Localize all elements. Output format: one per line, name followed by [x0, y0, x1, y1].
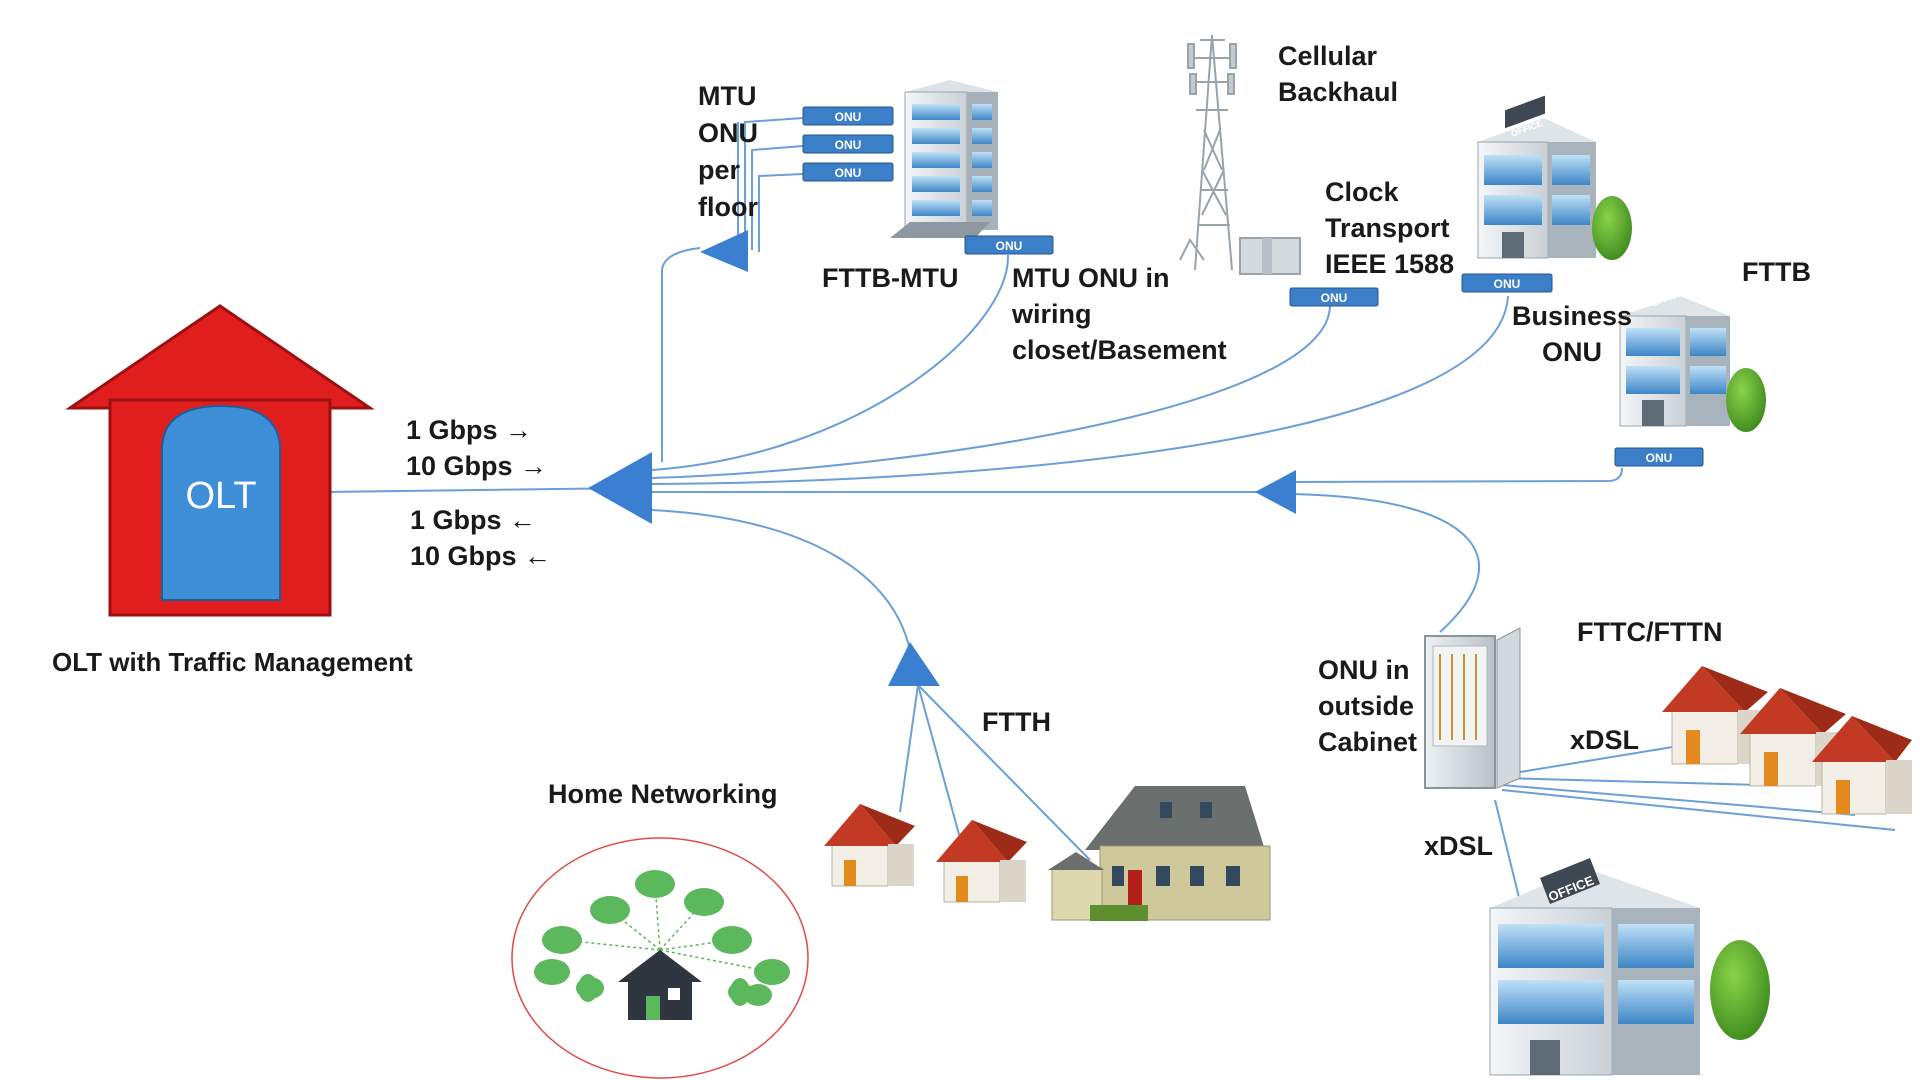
business-onu-label: Business ONU	[1512, 301, 1633, 367]
mtu-basement-label: MTU ONU in wiring closet/Basement	[1012, 263, 1227, 365]
svg-text:ONU: ONU	[1321, 291, 1348, 305]
fiber-fttb-to-onu	[1291, 467, 1623, 483]
cellular-backhaul-label: Cellular Backhaul	[1278, 41, 1399, 107]
mtu-tower-building	[890, 80, 998, 238]
main-splitter	[588, 452, 652, 524]
olt-box-label: OLT	[185, 475, 256, 517]
xdsl-houses-label: xDSL	[1570, 725, 1640, 755]
xdsl-lines	[1494, 744, 1896, 923]
outside-cabinet-icon	[1424, 627, 1521, 789]
svg-text:ONU: ONU	[1646, 451, 1673, 465]
olt-upstream-rates: 1 Gbps ← 10 Gbps ←	[410, 502, 551, 574]
fttb-label: FTTB	[1742, 257, 1811, 287]
mtu-side-label: MTU ONU per floor	[698, 81, 758, 222]
ftth-splitter	[888, 642, 940, 686]
fiber-to-mtu-splitter	[661, 247, 701, 462]
ftth-small-house-1	[824, 804, 915, 887]
onu-tag-fttb: ONU	[1614, 447, 1704, 467]
svg-text:ONU: ONU	[1494, 277, 1521, 291]
onu-tag-business: ONU	[1461, 273, 1553, 293]
office-building-top	[1477, 95, 1632, 260]
fiber-to-basement-onu	[651, 254, 1010, 471]
office-building-bottom	[1489, 858, 1770, 1076]
olt-caption: OLT with Traffic Management	[52, 647, 413, 677]
onu-tag-floor-3: ONU	[802, 162, 894, 182]
fttb-splitter	[1255, 470, 1296, 514]
svg-text:ONU: ONU	[835, 110, 862, 124]
clock-transport-label: Clock Transport IEEE 1588	[1325, 177, 1455, 279]
cell-tower-icon	[1179, 34, 1301, 275]
fttb-mtu-label: FTTB-MTU	[822, 263, 959, 293]
downstream-rate-2: 10 Gbps →	[406, 451, 548, 481]
home-networking-circle	[511, 837, 809, 1079]
ftth-label: FTTH	[982, 707, 1051, 737]
mtu-splitter	[700, 230, 748, 272]
splitters	[588, 230, 1296, 686]
svg-text:ONU: ONU	[835, 138, 862, 152]
fttc-houses	[1662, 666, 1912, 815]
onu-tag-cellular: ONU	[1289, 287, 1379, 307]
onu-tags: ONU ONU ONU ONU ONU ONU ONU	[802, 106, 1704, 467]
fiber-to-business-onu	[651, 295, 1509, 485]
office-building-fttb	[1619, 296, 1766, 432]
svg-text:ONU: ONU	[996, 239, 1023, 253]
fttc-house-3	[1812, 716, 1912, 815]
ftth-large-house	[1048, 786, 1271, 921]
olt-house-icon	[65, 304, 375, 617]
ftth-small-house-2	[936, 820, 1027, 903]
fiber-to-cell-onu	[651, 304, 1331, 479]
ftth-drops	[899, 684, 1091, 861]
fiber-fttb-to-cabinet	[1291, 493, 1480, 633]
fiber-links	[324, 247, 1623, 663]
fttc-fttn-label: FTTC/FTTN	[1577, 617, 1723, 647]
mtu-riser-cables	[737, 117, 804, 252]
olt-downstream-rates: 1 Gbps → 10 Gbps →	[406, 412, 547, 484]
onu-tag-floor-1: ONU	[802, 106, 894, 126]
fiber-to-ftth-splitter	[651, 509, 913, 663]
cabinet-label: ONU in outside Cabinet	[1318, 655, 1418, 757]
svg-text:ONU: ONU	[835, 166, 862, 180]
xdsl-office-label: xDSL	[1424, 831, 1494, 861]
home-networking-label: Home Networking	[548, 779, 778, 809]
onu-tag-floor-2: ONU	[802, 134, 894, 154]
downstream-rate-1: 1 Gbps →	[406, 415, 533, 445]
upstream-rate-2: 10 Gbps ←	[410, 541, 552, 571]
fiber-olt-to-splitter	[324, 487, 641, 493]
onu-tag-basement: ONU	[964, 235, 1054, 255]
upstream-rate-1: 1 Gbps ←	[410, 505, 537, 535]
